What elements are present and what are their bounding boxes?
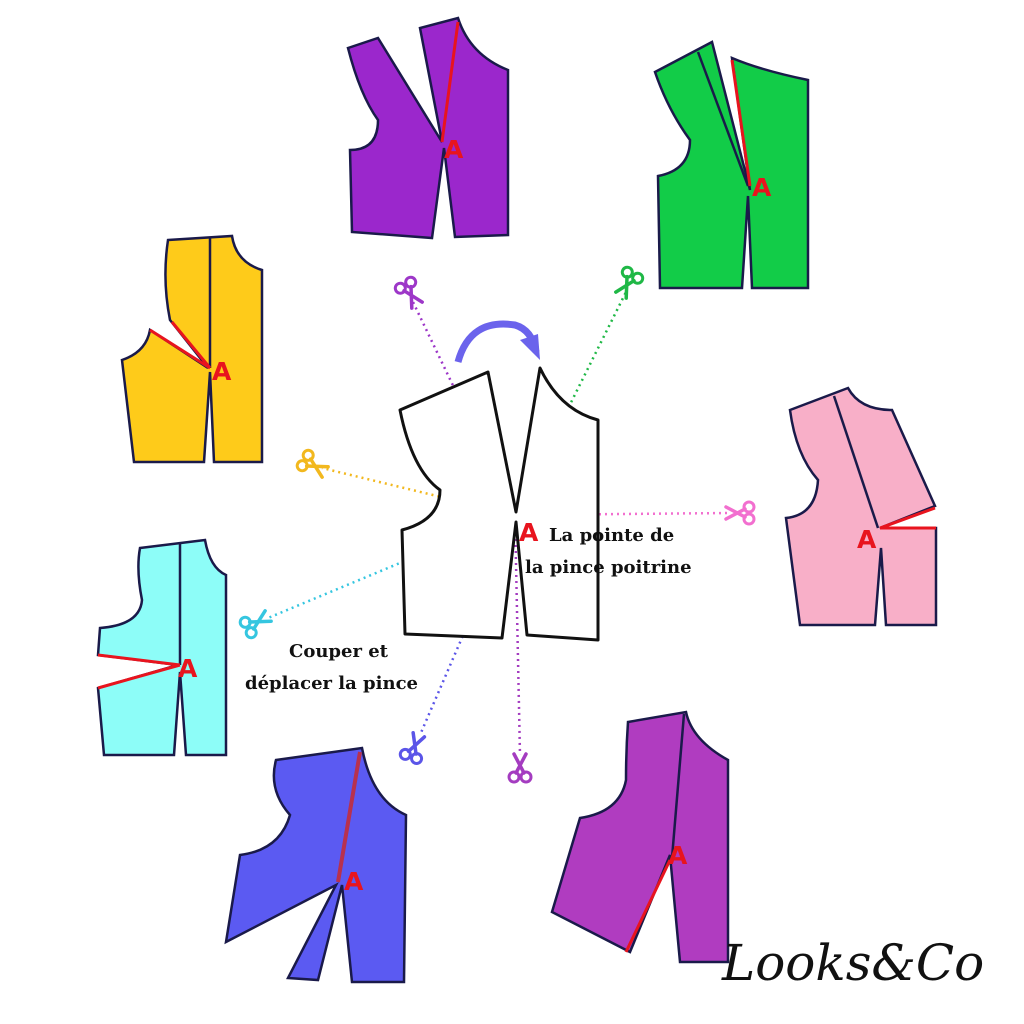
- center-caption-line1: La pointe de: [549, 525, 674, 546]
- cut-line-cyan: [267, 513, 516, 620]
- point-a-label: A: [344, 867, 364, 896]
- scissors-icon: [507, 752, 533, 784]
- bodice-purple-top: A: [346, 16, 510, 240]
- cut-lines: [267, 291, 731, 756]
- point-a-label: A: [178, 654, 198, 683]
- scissors-icon: [397, 729, 431, 767]
- logo: Looks&Co: [721, 934, 984, 992]
- bodice-yellow: A: [120, 234, 264, 464]
- point-a-label: A: [519, 518, 539, 547]
- point-a-label: A: [752, 173, 772, 202]
- scissors-icon: [609, 263, 647, 303]
- cut-line-violet: [513, 514, 522, 756]
- base-bodice: [398, 366, 600, 642]
- cut-line-blue: [418, 514, 517, 736]
- scissors-icon: [391, 273, 429, 313]
- scissors-icon: [724, 500, 756, 526]
- bodice-purple-bottom: A: [550, 710, 730, 964]
- cut-caption-line1: Couper et: [289, 641, 389, 662]
- point-a-label: A: [212, 357, 232, 386]
- center-caption-line2: la pince poitrine: [525, 557, 692, 578]
- point-a-label: A: [444, 135, 464, 164]
- bodice-pink: A: [784, 386, 938, 627]
- rotate-arrow-icon: [454, 320, 540, 364]
- point-a-label: A: [857, 525, 877, 554]
- scissors-icon: [236, 604, 276, 642]
- bodice-cyan: A: [96, 538, 228, 757]
- cut-caption-line2: déplacer la pince: [245, 673, 418, 694]
- scissors-icon: [293, 446, 333, 484]
- point-a-label: A: [668, 841, 688, 870]
- bodice-green: A: [653, 40, 810, 290]
- bodice-blue: A: [224, 746, 408, 984]
